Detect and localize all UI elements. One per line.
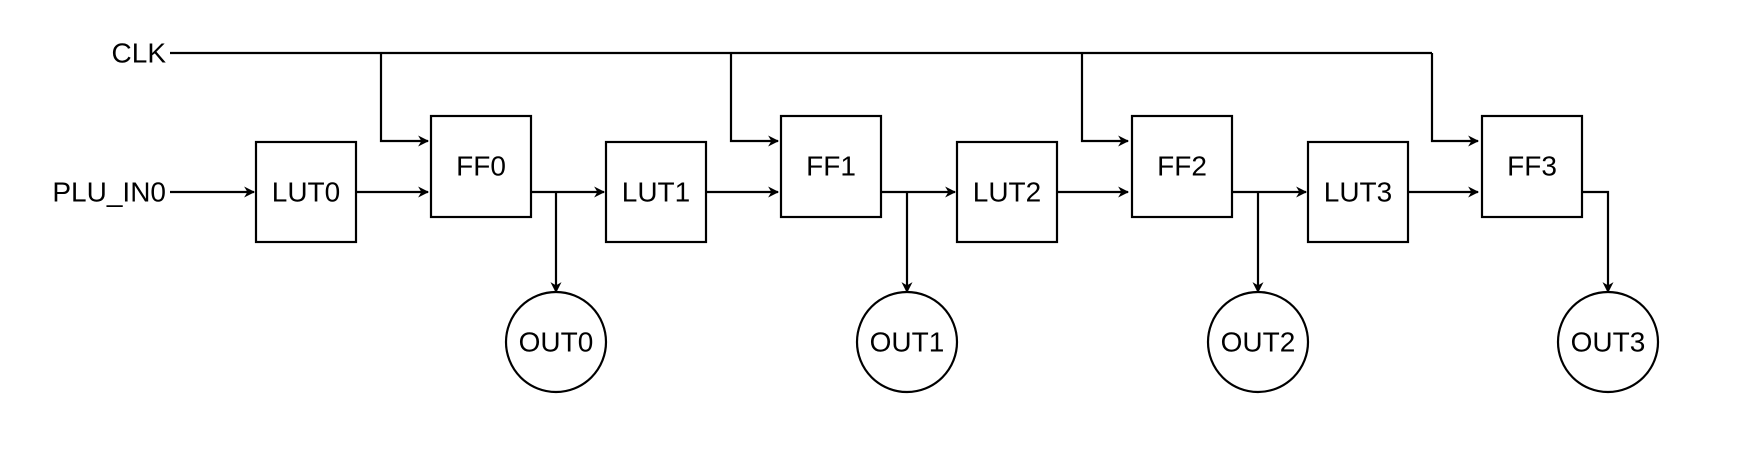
clock-to-ff2 — [1080, 53, 1130, 147]
ff0-block: FF0 — [429, 114, 533, 219]
ff3-to-out3 — [1582, 190, 1614, 294]
out3-circle — [1556, 290, 1660, 394]
ff1-box — [779, 114, 883, 219]
ff2-block: FF2 — [1130, 114, 1234, 219]
lut1-block: LUT1 — [604, 140, 708, 244]
lut3-label: LUT3 — [1324, 177, 1392, 208]
ff0-label: FF0 — [456, 151, 506, 182]
out0-label: OUT0 — [519, 327, 594, 358]
ff1-block: FF1 — [779, 114, 883, 219]
out0-circle — [504, 290, 608, 394]
clock-to-ff3 — [1430, 53, 1480, 147]
lut2-block: LUT2 — [955, 140, 1059, 244]
ff3-box — [1480, 114, 1584, 219]
lut0-label: LUT0 — [272, 177, 340, 208]
ff-blocks: FF0 FF1 FF2 FF3 — [429, 114, 1584, 219]
ff1-label: FF1 — [806, 151, 856, 182]
ff2-label: FF2 — [1157, 151, 1207, 182]
ff3-block: FF3 — [1480, 114, 1584, 219]
clock-to-ff1 — [729, 53, 780, 147]
data-path — [170, 186, 1614, 294]
out2-circle — [1206, 290, 1310, 394]
out0-node: OUT0 — [504, 290, 608, 394]
lut2-label: LUT2 — [973, 177, 1041, 208]
out1-node: OUT1 — [855, 290, 959, 394]
output-nodes: OUT0 OUT1 OUT2 OUT3 — [504, 290, 1660, 394]
out1-label: OUT1 — [870, 327, 945, 358]
ff3-label: FF3 — [1507, 151, 1557, 182]
out2-label: OUT2 — [1221, 327, 1296, 358]
clock-bus — [170, 51, 1480, 147]
out3-node: OUT3 — [1556, 290, 1660, 394]
clock-to-ff0 — [379, 53, 430, 147]
lut2-box — [955, 140, 1059, 244]
input-signal-label: PLU_IN0 — [52, 177, 166, 208]
ff0-box — [429, 114, 533, 219]
lut3-block: LUT3 — [1306, 140, 1410, 244]
out3-label: OUT3 — [1571, 327, 1646, 358]
lut0-box — [254, 140, 358, 244]
lut1-box — [604, 140, 708, 244]
lut0-block: LUT0 — [254, 140, 358, 244]
lut-blocks: LUT0 LUT1 LUT2 LUT3 — [254, 140, 1410, 244]
ff2-box — [1130, 114, 1234, 219]
lut3-box — [1306, 140, 1410, 244]
out2-node: OUT2 — [1206, 290, 1310, 394]
clock-signal-label: CLK — [112, 38, 167, 69]
out1-circle — [855, 290, 959, 394]
lut1-label: LUT1 — [622, 177, 690, 208]
